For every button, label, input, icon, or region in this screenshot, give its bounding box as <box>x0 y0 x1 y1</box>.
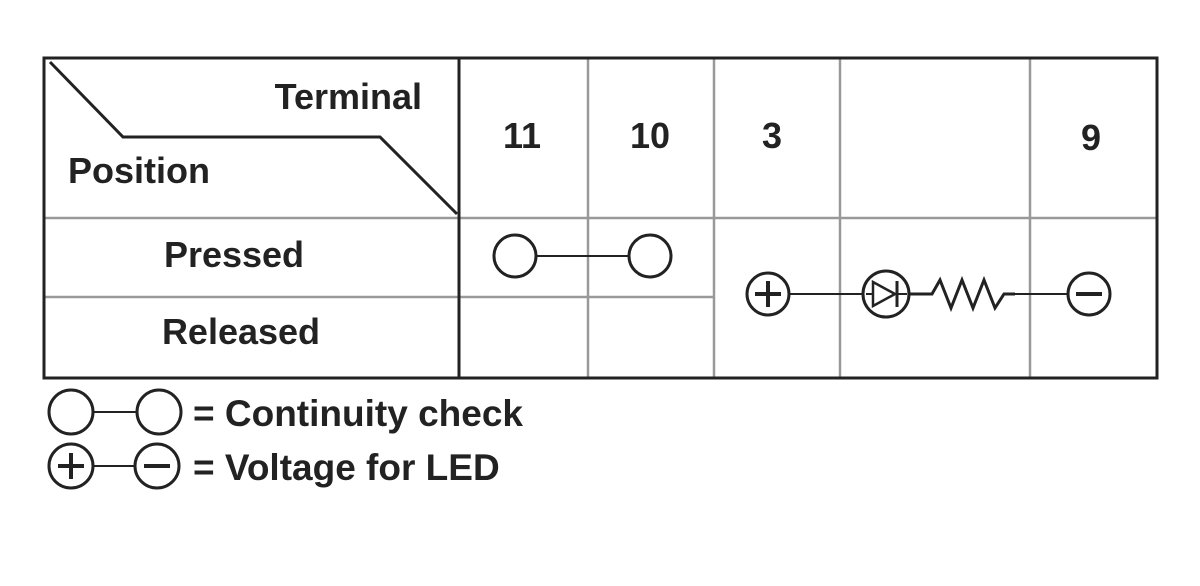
continuity-connection <box>492 233 673 279</box>
corner-label-position: Position <box>68 150 210 191</box>
legend-continuity-text: = Continuity check <box>193 393 523 434</box>
table-grid <box>44 58 1157 378</box>
led-voltage-circuit <box>745 269 1112 319</box>
legend-continuity-symbol <box>47 388 183 436</box>
minus-terminal-icon <box>133 442 181 490</box>
legend-voltage-symbol <box>47 442 181 490</box>
corner-label-terminal: Terminal <box>275 76 422 117</box>
terminal-header-5: 9 <box>1081 117 1101 158</box>
row-label-released: Released <box>162 311 320 352</box>
terminal-header-3: 3 <box>762 115 782 156</box>
plus-terminal-icon <box>745 271 791 317</box>
continuity-open-circle-icon <box>47 388 95 436</box>
row-label-pressed: Pressed <box>164 234 304 275</box>
continuity-open-circle-icon <box>135 388 183 436</box>
terminal-header-1: 11 <box>503 115 541 156</box>
continuity-open-circle-icon <box>627 233 673 279</box>
plus-terminal-icon <box>47 442 95 490</box>
legend-voltage-text: = Voltage for LED <box>193 447 500 488</box>
header-diagonal-divider <box>48 60 459 216</box>
minus-terminal-icon <box>1066 271 1112 317</box>
continuity-open-circle-icon <box>492 233 538 279</box>
table-border <box>42 56 1159 380</box>
led-icon <box>861 269 911 319</box>
terminal-header-2: 10 <box>630 115 670 156</box>
resistor-icon <box>909 275 1015 313</box>
